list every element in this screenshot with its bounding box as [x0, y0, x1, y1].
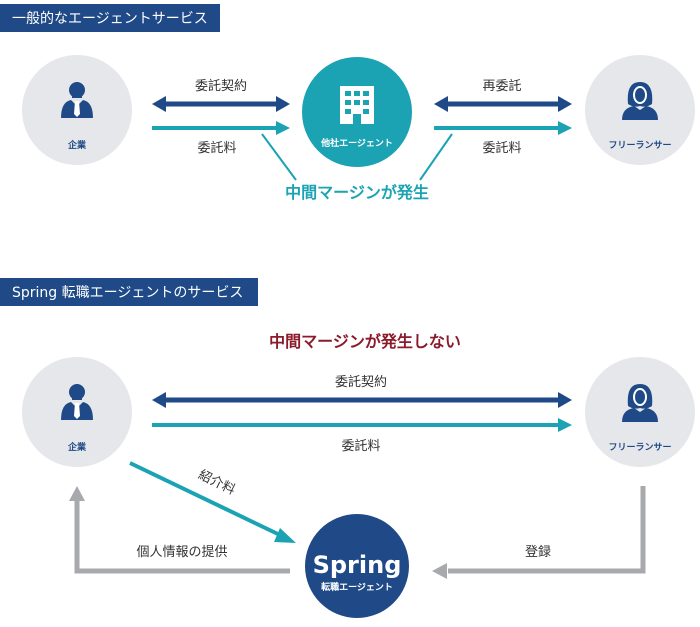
- arrow-register: [432, 486, 646, 579]
- margin-pointer-lines: [261, 133, 453, 181]
- arrow-fee-right: [434, 121, 572, 135]
- section-title: Spring 転職エージェントのサービス: [12, 285, 244, 301]
- node-label: フリーランサー: [608, 442, 671, 453]
- building-icon: [340, 86, 374, 124]
- label-register: 登録: [525, 545, 551, 560]
- node-label: 企業: [67, 441, 87, 453]
- node-spring: Spring 転職エージェント: [305, 514, 409, 618]
- label-fee: 委託料: [341, 438, 380, 454]
- node-freelancer-1: フリーランサー: [585, 55, 695, 165]
- node-label: 他社エージェント: [320, 137, 393, 149]
- label-subcontract: 再委託: [482, 78, 521, 94]
- label-contract: 委託契約: [195, 78, 247, 94]
- node-freelancer-2: フリーランサー: [585, 357, 695, 467]
- arrow-fee-direct: [152, 418, 572, 432]
- margin-note: 中間マージンが発生: [285, 183, 429, 202]
- label-personal-info: 個人情報の提供: [136, 544, 227, 560]
- label-fee: 委託料: [482, 140, 521, 156]
- spring-sub-label: 転職エージェント: [321, 581, 393, 593]
- no-margin-note: 中間マージンが発生しない: [269, 332, 461, 351]
- label-fee: 委託料: [197, 140, 236, 156]
- node-label: 企業: [67, 139, 87, 151]
- node-agency: 他社エージェント: [302, 57, 412, 167]
- label-intro-fee: 紹介料: [196, 468, 238, 499]
- section-header-spring: Spring 転職エージェントのサービス: [0, 278, 258, 306]
- node-label: フリーランサー: [608, 140, 671, 151]
- section-title: 一般的なエージェントサービス: [12, 11, 208, 27]
- arrow-contract-direct: [152, 392, 572, 408]
- node-company-2: 企業: [22, 357, 132, 467]
- arrow-intro-fee: [129, 461, 296, 543]
- node-company-1: 企業: [22, 55, 132, 165]
- arrow-fee-left: [152, 121, 290, 135]
- arrow-contract-left: [152, 96, 290, 112]
- arrow-personal-info: [69, 486, 290, 574]
- spring-logo-text: Spring: [313, 551, 402, 579]
- label-contract: 委託契約: [335, 374, 387, 390]
- section-header-general: 一般的なエージェントサービス: [0, 4, 220, 32]
- arrow-subcontract-right: [434, 96, 572, 112]
